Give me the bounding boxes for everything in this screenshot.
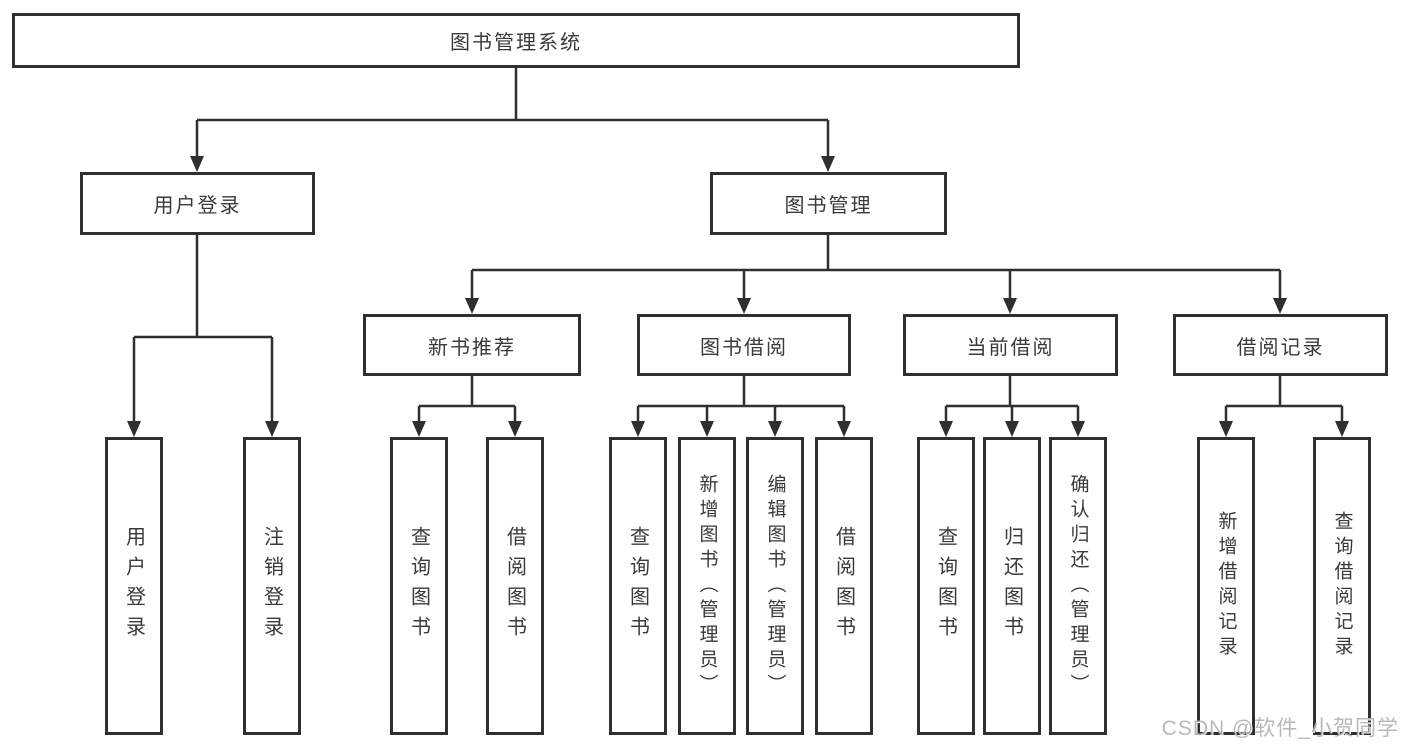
leaf-add-book-admin: 新增图书（管理员） xyxy=(678,437,736,735)
node-user-login: 用户登录 xyxy=(80,172,315,235)
node-system-root: 图书管理系统 xyxy=(12,13,1020,68)
leaf-query-borrow-record: 查询借阅记录 xyxy=(1313,437,1371,735)
leaf-confirm-return-admin: 确认归还（管理员） xyxy=(1049,437,1107,735)
leaf-logout: 注销登录 xyxy=(243,437,301,735)
leaf-query-books-current: 查询图书 xyxy=(917,437,975,735)
node-current-borrow: 当前借阅 xyxy=(903,314,1118,376)
leaf-query-books-recommend: 查询图书 xyxy=(390,437,448,735)
node-new-book-recommend: 新书推荐 xyxy=(363,314,581,376)
node-borrow-records: 借阅记录 xyxy=(1173,314,1388,376)
leaf-add-borrow-record: 新增借阅记录 xyxy=(1197,437,1255,735)
leaf-borrow-books-recommend: 借阅图书 xyxy=(486,437,544,735)
node-book-borrow: 图书借阅 xyxy=(637,314,851,376)
leaf-query-books-borrow: 查询图书 xyxy=(609,437,667,735)
leaf-user-login: 用户登录 xyxy=(105,437,163,735)
node-book-management: 图书管理 xyxy=(710,172,947,235)
csdn-watermark: CSDN @软件_小贺同学 xyxy=(1161,717,1399,740)
leaf-borrow-books-borrow: 借阅图书 xyxy=(815,437,873,735)
leaf-return-book: 归还图书 xyxy=(983,437,1041,735)
leaf-edit-book-admin: 编辑图书（管理员） xyxy=(746,437,804,735)
